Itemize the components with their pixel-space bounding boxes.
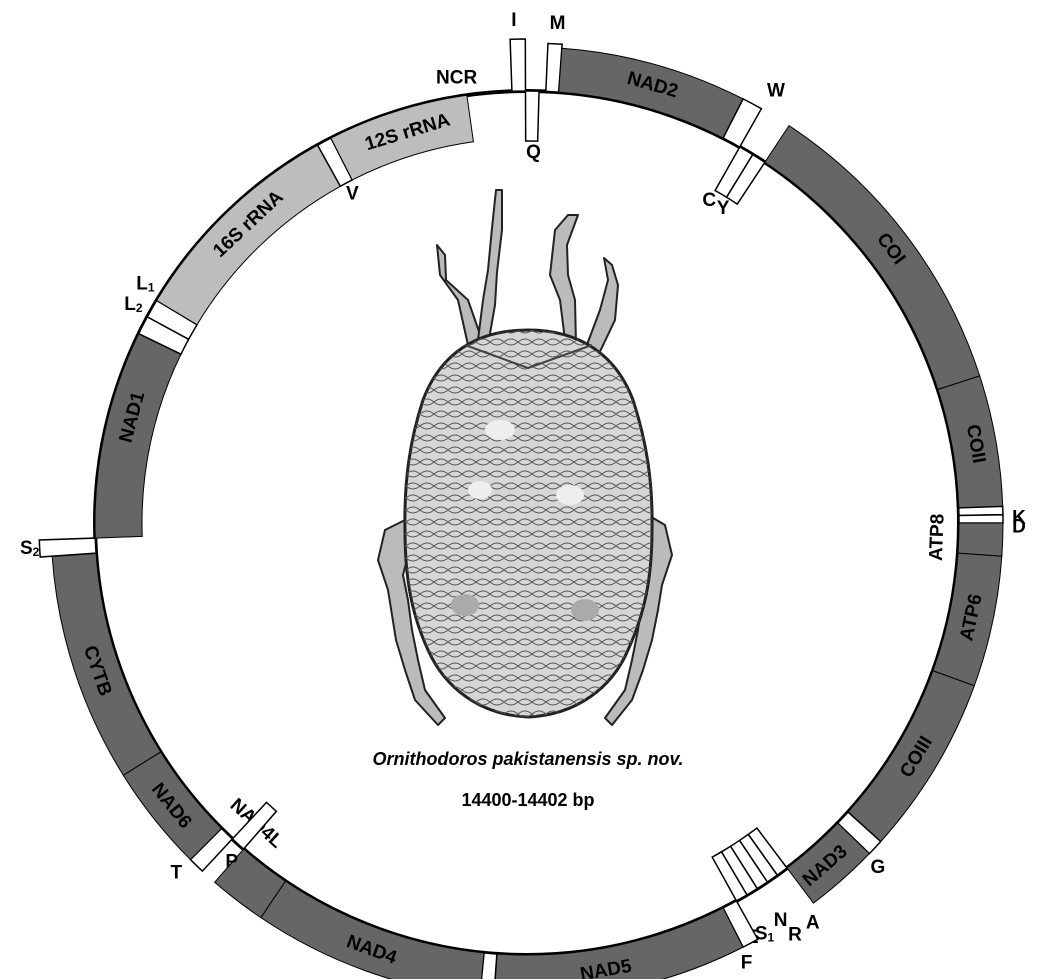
gene-label-ncr: NCR — [436, 68, 477, 89]
gene-label-w: W — [767, 81, 785, 102]
gene-arc-d — [959, 515, 1003, 523]
gene-arc-nad4 — [261, 881, 484, 979]
gene-label-s2: S2 — [20, 538, 40, 559]
gene-label-d: D — [1012, 516, 1026, 537]
tick-illustration — [378, 190, 672, 725]
genome-size-caption: 14400-14402 bp — [461, 790, 594, 810]
gene-arc-i — [510, 39, 525, 91]
gene-label-v: V — [346, 184, 359, 205]
species-caption: Ornithodoros pakistanensis sp. nov. — [372, 749, 683, 769]
gene-label-f: F — [741, 952, 753, 973]
gene-arc-q — [525, 91, 539, 141]
gene-label-r: R — [788, 925, 802, 946]
gene-label-i: I — [511, 10, 516, 31]
gene-label-a: A — [806, 913, 820, 934]
gene-label-y: Y — [717, 198, 730, 219]
gene-arc-coi — [765, 126, 980, 390]
gene-label-q: Q — [526, 142, 541, 163]
gene-label-p: P — [225, 852, 238, 873]
gene-label-t: T — [170, 863, 182, 884]
gene-label-l1: L1 — [136, 274, 155, 295]
gene-arc-s2 — [39, 538, 96, 557]
gene-label-c: C — [702, 190, 716, 211]
gene-label-atp8: ATP8 — [926, 513, 949, 561]
gene-arc-atp8 — [958, 523, 1003, 556]
gene-label-n: N — [774, 910, 788, 931]
gene-label-g: G — [871, 857, 886, 878]
gene-label-m: M — [550, 13, 566, 34]
gene-label-l2: L2 — [124, 294, 143, 315]
